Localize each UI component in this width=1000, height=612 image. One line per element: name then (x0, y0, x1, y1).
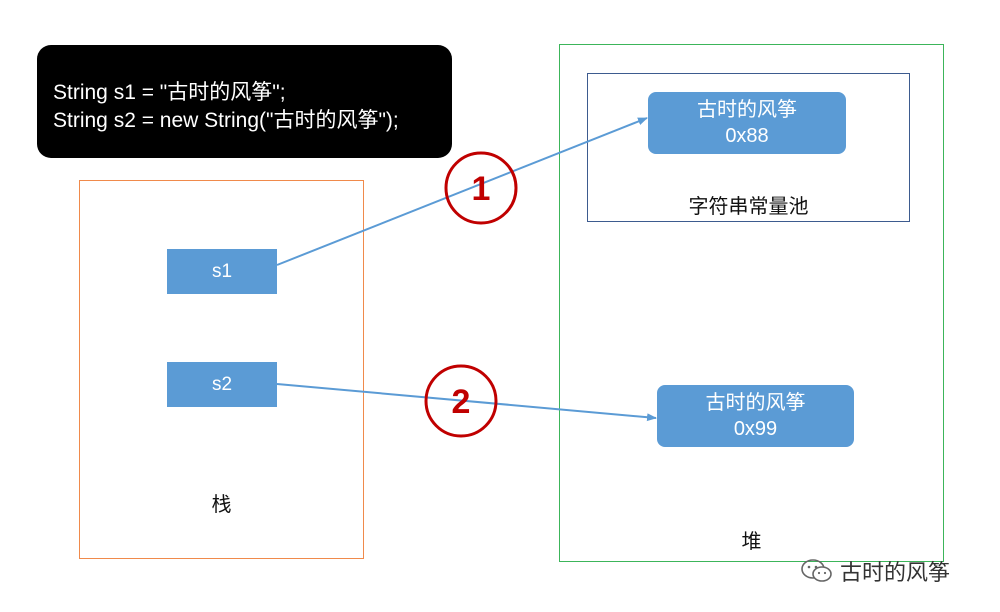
marker-2-text: 2 (452, 383, 471, 421)
code-line-1: String s1 = "古时的风筝"; (53, 81, 286, 104)
string-constant-pool (587, 73, 910, 222)
stack-var-s2: s2 (167, 362, 277, 407)
stack-var-label: s1 (211, 260, 233, 282)
marker-1-circle (444, 151, 518, 225)
pool-string-object: 古时的风筝 0x88 (648, 92, 846, 154)
watermark: 古时的风筝 (800, 555, 950, 587)
arrow-s1-to-pool (276, 117, 648, 266)
stack-region (79, 180, 364, 559)
marker-2-circle (424, 364, 498, 438)
code-line-2: String s2 = new String("古时的风筝"); (53, 109, 399, 132)
object-address: 0x99 (733, 418, 778, 440)
stack-var-label: s2 (211, 373, 233, 395)
watermark-text: 古时的风筝 (840, 560, 951, 585)
wechat-icon (801, 559, 832, 582)
stack-label: 栈 (211, 494, 232, 516)
object-value: 古时的风筝 (697, 99, 797, 121)
heap-label: 堆 (741, 531, 762, 553)
arrow-s2-to-heap (276, 383, 657, 422)
marker-1-text: 1 (472, 170, 491, 208)
stack-var-s1: s1 (167, 249, 277, 294)
code-snippet: String s1 = "古时的风筝"; String s2 = new Str… (37, 45, 452, 158)
object-value: 古时的风筝 (705, 392, 806, 414)
pool-label: 字符串常量池 (688, 196, 809, 218)
heap-region (559, 44, 944, 562)
heap-string-object: 古时的风筝 0x99 (657, 385, 854, 447)
object-address: 0x88 (725, 125, 769, 147)
